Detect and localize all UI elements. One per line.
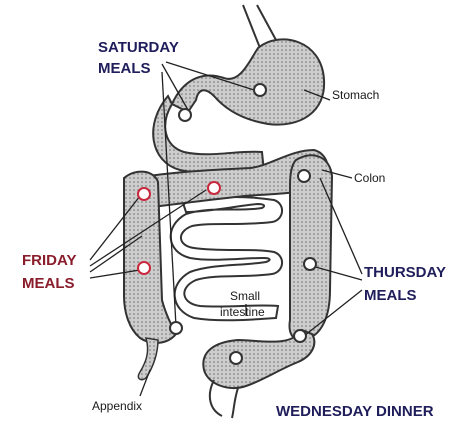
marker-saturday-ascending bbox=[170, 322, 182, 334]
small-intestine bbox=[171, 197, 282, 320]
marker-saturday-duodenum bbox=[179, 109, 191, 121]
friday-label-line2: MEALS bbox=[22, 275, 75, 292]
stomach-label: Stomach bbox=[332, 88, 379, 102]
colon-label: Colon bbox=[354, 171, 385, 185]
thursday-label-line1: THURSDAY bbox=[364, 264, 446, 281]
stomach bbox=[172, 39, 324, 124]
wednesday-label: WEDNESDAY DINNER bbox=[276, 403, 434, 420]
thursday-label-line2: MEALS bbox=[364, 287, 417, 304]
marker-friday-1 bbox=[138, 188, 150, 200]
descending-colon bbox=[290, 155, 332, 340]
marker-friday-2 bbox=[208, 182, 220, 194]
marker-friday-3 bbox=[138, 262, 150, 274]
appendix-label: Appendix bbox=[92, 399, 142, 413]
small-intestine-label-line2: intestine bbox=[220, 305, 265, 319]
saturday-label-line2: MEALS bbox=[98, 60, 151, 77]
marker-thursday-3 bbox=[294, 330, 306, 342]
friday-label-line1: FRIDAY bbox=[22, 252, 76, 269]
marker-thursday-1 bbox=[298, 170, 310, 182]
saturday-label-line1: SATURDAY bbox=[98, 39, 179, 56]
marker-thursday-2 bbox=[304, 258, 316, 270]
marker-wednesday bbox=[230, 352, 242, 364]
marker-saturday-stomach bbox=[254, 84, 266, 96]
small-intestine-label-line1: Small bbox=[230, 289, 260, 303]
